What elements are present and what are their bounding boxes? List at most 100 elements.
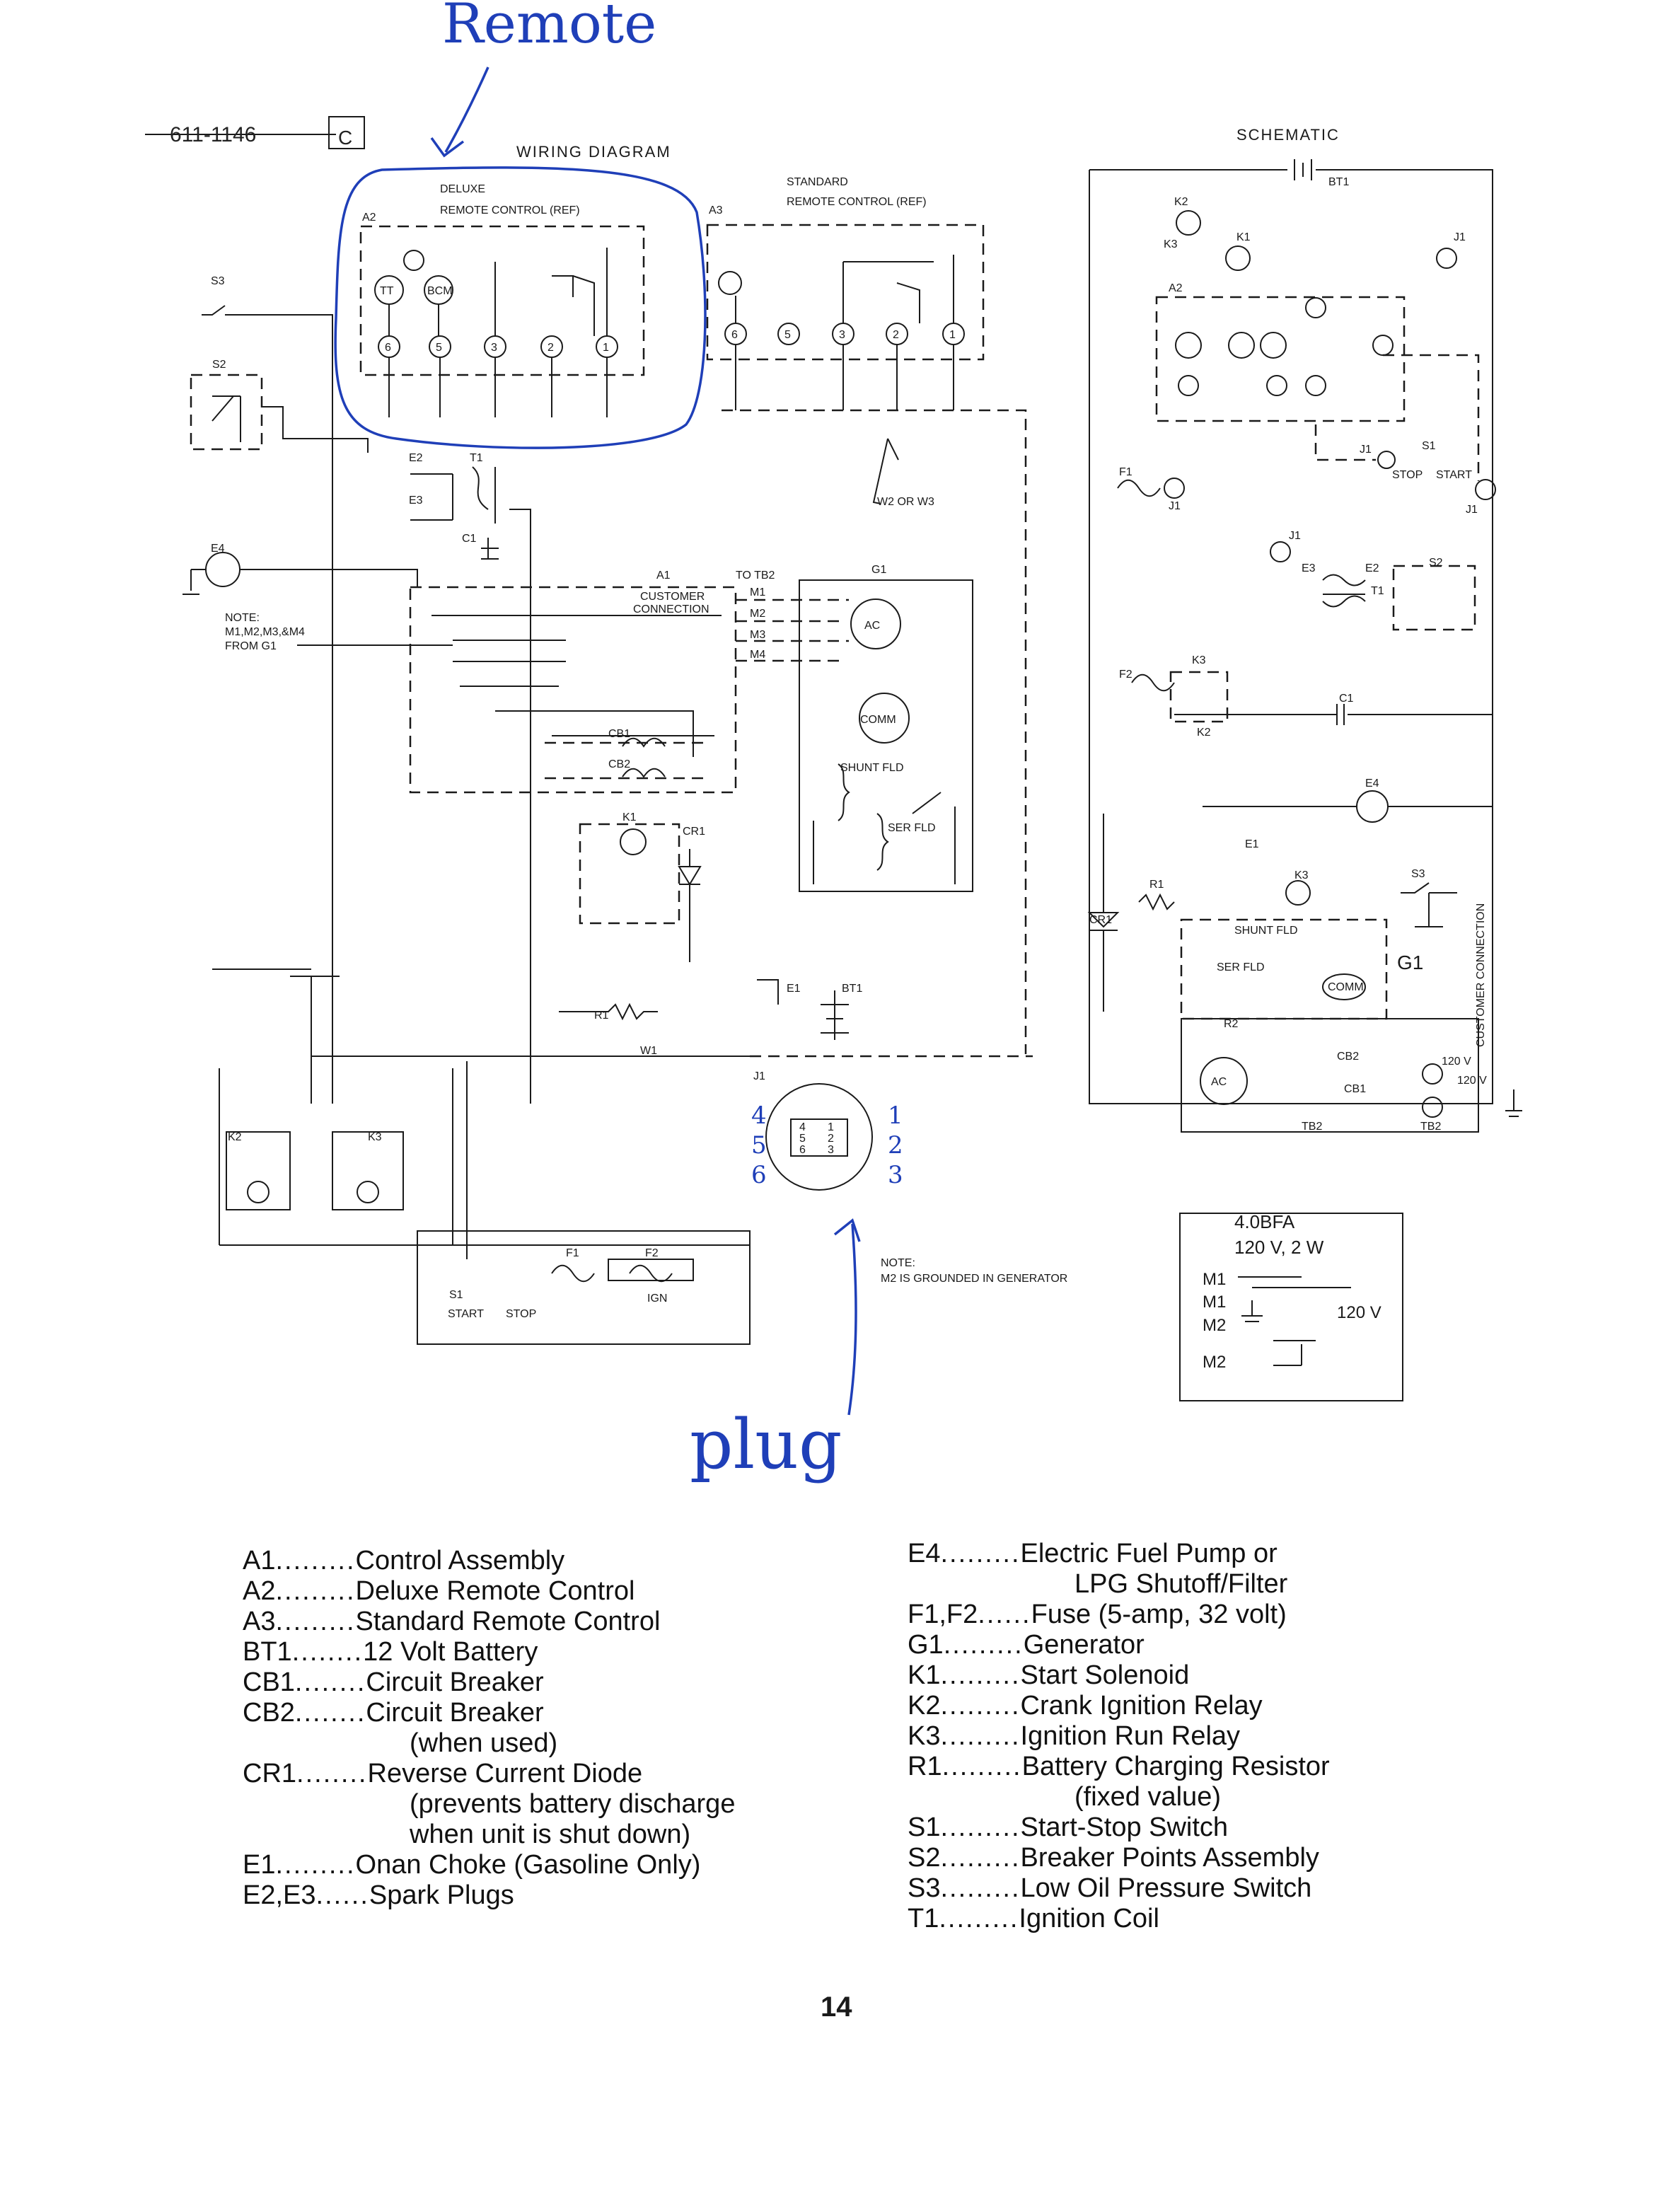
sch-j1-label-right: J1 <box>1466 504 1478 516</box>
sch-ac-text: AC <box>1211 1076 1227 1088</box>
hw-num-5: 5 <box>751 1131 767 1160</box>
hw-num-6: 6 <box>751 1161 767 1189</box>
sch-cb1-label: CB1 <box>1344 1083 1366 1095</box>
svg-text:6: 6 <box>385 342 391 354</box>
svg-text:5: 5 <box>784 329 791 341</box>
legend-entry: LPG Shutoff/Filter <box>908 1569 1330 1600</box>
legend-code: R1 <box>908 1752 942 1781</box>
sch-r2-label: R2 <box>1224 1018 1239 1030</box>
sch-cb2-label: CB2 <box>1337 1051 1359 1063</box>
a3-box <box>706 224 985 361</box>
page-number: 14 <box>821 1991 852 2023</box>
legend-entry: K2.........Crank Ignition Relay <box>908 1691 1330 1721</box>
svg-text:3: 3 <box>839 329 845 341</box>
k1-box <box>579 823 680 925</box>
plug-arrowhead <box>833 1218 861 1242</box>
model-box-voltage: 120 V <box>1337 1303 1381 1322</box>
svg-text:2: 2 <box>893 329 899 341</box>
legend-entry: CB2........Circuit Breaker <box>243 1698 735 1728</box>
legend-dots: ......... <box>940 1721 1021 1751</box>
s1-fuse-box <box>417 1230 751 1345</box>
sch-f2-label: F2 <box>1119 669 1132 681</box>
model-box-line-4: M2 <box>1203 1353 1227 1372</box>
bt1-wiring-label: BT1 <box>842 983 862 995</box>
a3-title-2: REMOTE CONTROL (REF) <box>787 196 927 208</box>
plug-arrow <box>847 1223 857 1416</box>
legend-description: Spark Plugs <box>369 1880 514 1910</box>
cb1-label: CB1 <box>608 728 630 740</box>
ign-label: IGN <box>647 1293 667 1305</box>
sch-f1-label: F1 <box>1119 466 1132 478</box>
legend-entry: BT1........12 Volt Battery <box>243 1637 735 1667</box>
legend-dots: ......... <box>940 1539 1021 1568</box>
wiring-title: WIRING DIAGRAM <box>516 143 671 161</box>
model-box <box>1179 1213 1403 1401</box>
model-box-title: 4.0BFA <box>1234 1211 1295 1232</box>
legend-code: K3 <box>908 1721 941 1751</box>
legend-dots: ......... <box>275 1576 356 1606</box>
sch-start-label: START <box>1436 469 1472 481</box>
sch-k3-coil-label: K3 <box>1294 869 1309 881</box>
e3-label: E3 <box>409 495 423 507</box>
m1-label: M1 <box>750 586 765 599</box>
legend-dots: ......... <box>940 1660 1021 1690</box>
j1-pins: 4 1 5 2 6 3 <box>799 1121 834 1156</box>
legend-dots: ......... <box>275 1546 356 1575</box>
legend-description: Circuit Breaker <box>366 1667 544 1697</box>
legend-dots: ......... <box>275 1850 356 1880</box>
legend-dots: ......... <box>939 1904 1019 1933</box>
t1-label: T1 <box>470 452 483 464</box>
legend-entry: A3.........Standard Remote Control <box>243 1607 735 1637</box>
legend-dots: ......... <box>275 1607 356 1636</box>
legend-code: S1 <box>908 1812 941 1842</box>
c1-label: C1 <box>462 533 477 545</box>
sch-s1-label: S1 <box>1422 440 1436 452</box>
legend-code: A2 <box>243 1576 276 1606</box>
legend-entry: K3.........Ignition Run Relay <box>908 1721 1330 1752</box>
legend-code: A3 <box>243 1607 276 1636</box>
sch-g1-label: G1 <box>1397 952 1423 973</box>
legend-dots: ......... <box>940 1812 1021 1842</box>
legend-code: E4 <box>908 1539 941 1568</box>
s2-label: S2 <box>212 359 226 371</box>
f2-label: F2 <box>645 1247 659 1259</box>
e4-circle <box>205 552 241 587</box>
g1-ser-text: SER FLD <box>888 822 936 834</box>
note-m-lines: M1,M2,M3,&M4 <box>225 626 305 638</box>
legend-code: CB2 <box>243 1698 295 1728</box>
legend-code: CR1 <box>243 1759 297 1788</box>
sch-j1-e3-label: J1 <box>1289 530 1301 542</box>
a2-title-1: DELUXE <box>440 183 485 195</box>
legend-description: Reverse Current Diode <box>367 1759 643 1788</box>
a2-terminals: 6 5 3 2 1 <box>378 335 618 358</box>
s3-label: S3 <box>211 275 225 287</box>
legend-entry: K1.........Start Solenoid <box>908 1660 1330 1691</box>
legend-description: Crank Ignition Relay <box>1020 1691 1263 1721</box>
sch-120v-label-2: 120 V <box>1457 1075 1487 1087</box>
sch-s2-label: S2 <box>1429 557 1443 569</box>
a2-box <box>359 225 645 376</box>
stop-label: STOP <box>506 1308 536 1320</box>
legend-entry: R1.........Battery Charging Resistor <box>908 1752 1330 1782</box>
legend-dots: ........ <box>294 1698 366 1728</box>
e1-label: E1 <box>787 983 801 995</box>
model-box-line-2: M1 <box>1203 1293 1227 1312</box>
m3-label: M3 <box>750 629 765 641</box>
legend-description: Circuit Breaker <box>366 1698 544 1728</box>
note-label: NOTE: <box>225 612 260 624</box>
sch-r1-label: R1 <box>1149 879 1164 891</box>
a3-title-1: STANDARD <box>787 176 848 188</box>
legend-code: S3 <box>908 1873 941 1903</box>
sch-k1-label: K1 <box>1236 231 1251 243</box>
model-box-line-3: M2 <box>1203 1316 1227 1335</box>
sch-t1-label: T1 <box>1371 585 1384 597</box>
legend-description: Control Assembly <box>355 1546 565 1575</box>
g1-box <box>799 579 973 892</box>
sch-a2-label: A2 <box>1169 282 1183 294</box>
a3-label: A3 <box>709 204 723 216</box>
hw-num-4: 4 <box>751 1102 767 1130</box>
hw-num-1: 1 <box>888 1102 903 1130</box>
